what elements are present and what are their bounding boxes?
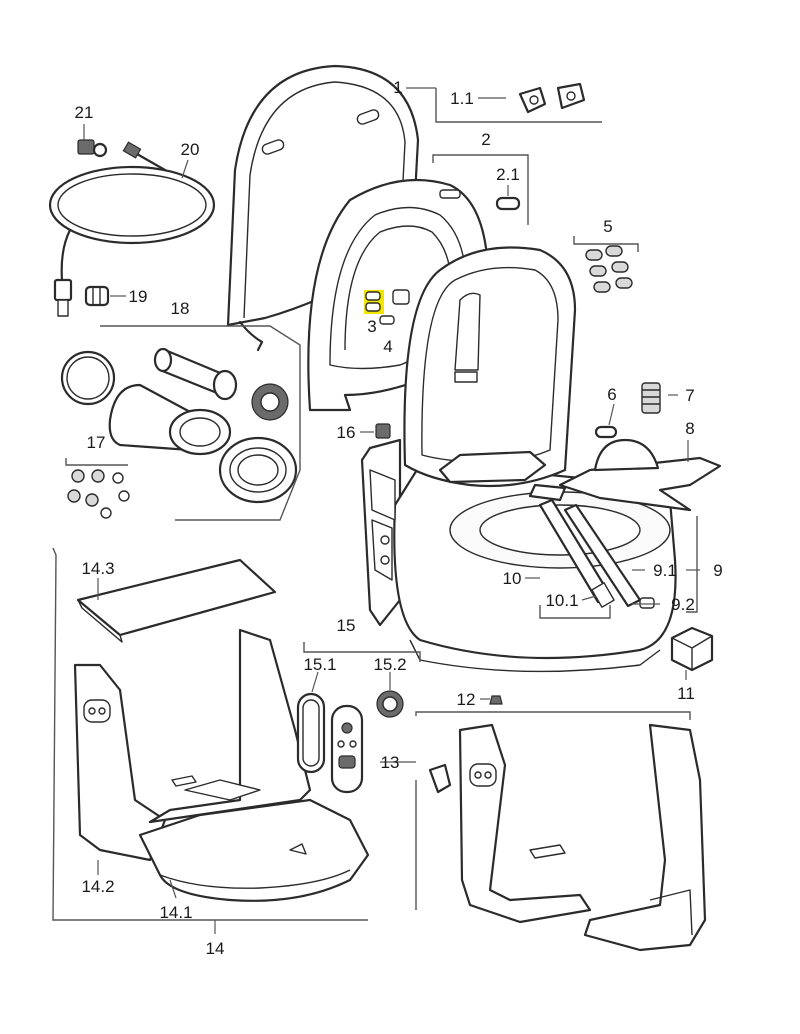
label-10: 10 (503, 569, 522, 588)
part-2-1-pin[interactable] (495, 196, 521, 211)
part-15-1-frame[interactable] (296, 692, 326, 774)
part-18-connection-set[interactable] (60, 347, 298, 504)
label-15-1: 15.1 (303, 655, 336, 674)
label-7: 7 (685, 386, 694, 405)
part-1-1-hinges[interactable] (518, 82, 586, 114)
label-1: 1 (393, 78, 402, 97)
part-17-screws[interactable] (67, 469, 130, 519)
part-6-pin[interactable] (594, 425, 618, 439)
part-9-2-clip[interactable] (639, 597, 655, 609)
label-13: 13 (381, 753, 400, 772)
label-12: 12 (457, 690, 476, 709)
label-14: 14 (206, 939, 225, 958)
part-16-clip[interactable] (375, 423, 391, 439)
label-21: 21 (75, 103, 94, 122)
label-16: 16 (337, 423, 356, 442)
label-9: 9 (713, 561, 722, 580)
label-18: 18 (171, 299, 190, 318)
part-21-connector[interactable] (77, 139, 108, 158)
part-7-filter[interactable] (641, 382, 661, 414)
part-14-2-left-housing[interactable] (73, 628, 312, 862)
part-14-3-cover[interactable] (76, 558, 277, 643)
label-15-2: 15.2 (373, 655, 406, 674)
label-1-1: 1.1 (450, 89, 474, 108)
part-10-rod-assembly[interactable] (538, 498, 642, 608)
part-12-screw[interactable] (489, 695, 503, 705)
label-4: 4 (383, 337, 392, 356)
part-8-mounting-bracket[interactable] (528, 438, 722, 512)
label-9-1: 9.1 (653, 561, 677, 580)
part-11-cube[interactable] (670, 626, 714, 672)
label-14-2: 14.2 (81, 877, 114, 896)
part-4-pin[interactable] (379, 315, 395, 325)
label-19: 19 (129, 287, 148, 306)
label-14-1: 14.1 (159, 903, 192, 922)
callout-labels: 1 1.1 2 2.1 3 4 5 6 7 8 9 9.1 9.2 10 10.… (75, 78, 723, 958)
label-2: 2 (481, 130, 490, 149)
label-6: 6 (607, 385, 616, 404)
label-8: 8 (685, 419, 694, 438)
part-19-fitting[interactable] (84, 285, 110, 307)
grouping-brackets (52, 88, 698, 921)
label-14-3: 14.3 (81, 559, 114, 578)
label-3: 3 (367, 317, 376, 336)
label-5: 5 (603, 217, 612, 236)
leader-lines (83, 87, 700, 934)
part-14-1-base-tray[interactable] (138, 798, 370, 902)
part-5-buffers[interactable] (585, 245, 633, 293)
part-15-2-ring[interactable] (376, 690, 404, 718)
label-17: 17 (87, 433, 106, 452)
label-15: 15 (337, 616, 356, 635)
part-3-highlighted-buffer[interactable] (364, 290, 384, 314)
label-10-1: 10.1 (545, 591, 578, 610)
part-15-remote-control[interactable] (330, 704, 364, 794)
label-2-1: 2.1 (496, 165, 520, 184)
label-9-2: 9.2 (671, 595, 695, 614)
label-11: 11 (677, 684, 695, 703)
part-20-hose[interactable] (48, 141, 216, 317)
part-13-side-panels[interactable] (428, 723, 707, 952)
label-20: 20 (181, 140, 200, 159)
